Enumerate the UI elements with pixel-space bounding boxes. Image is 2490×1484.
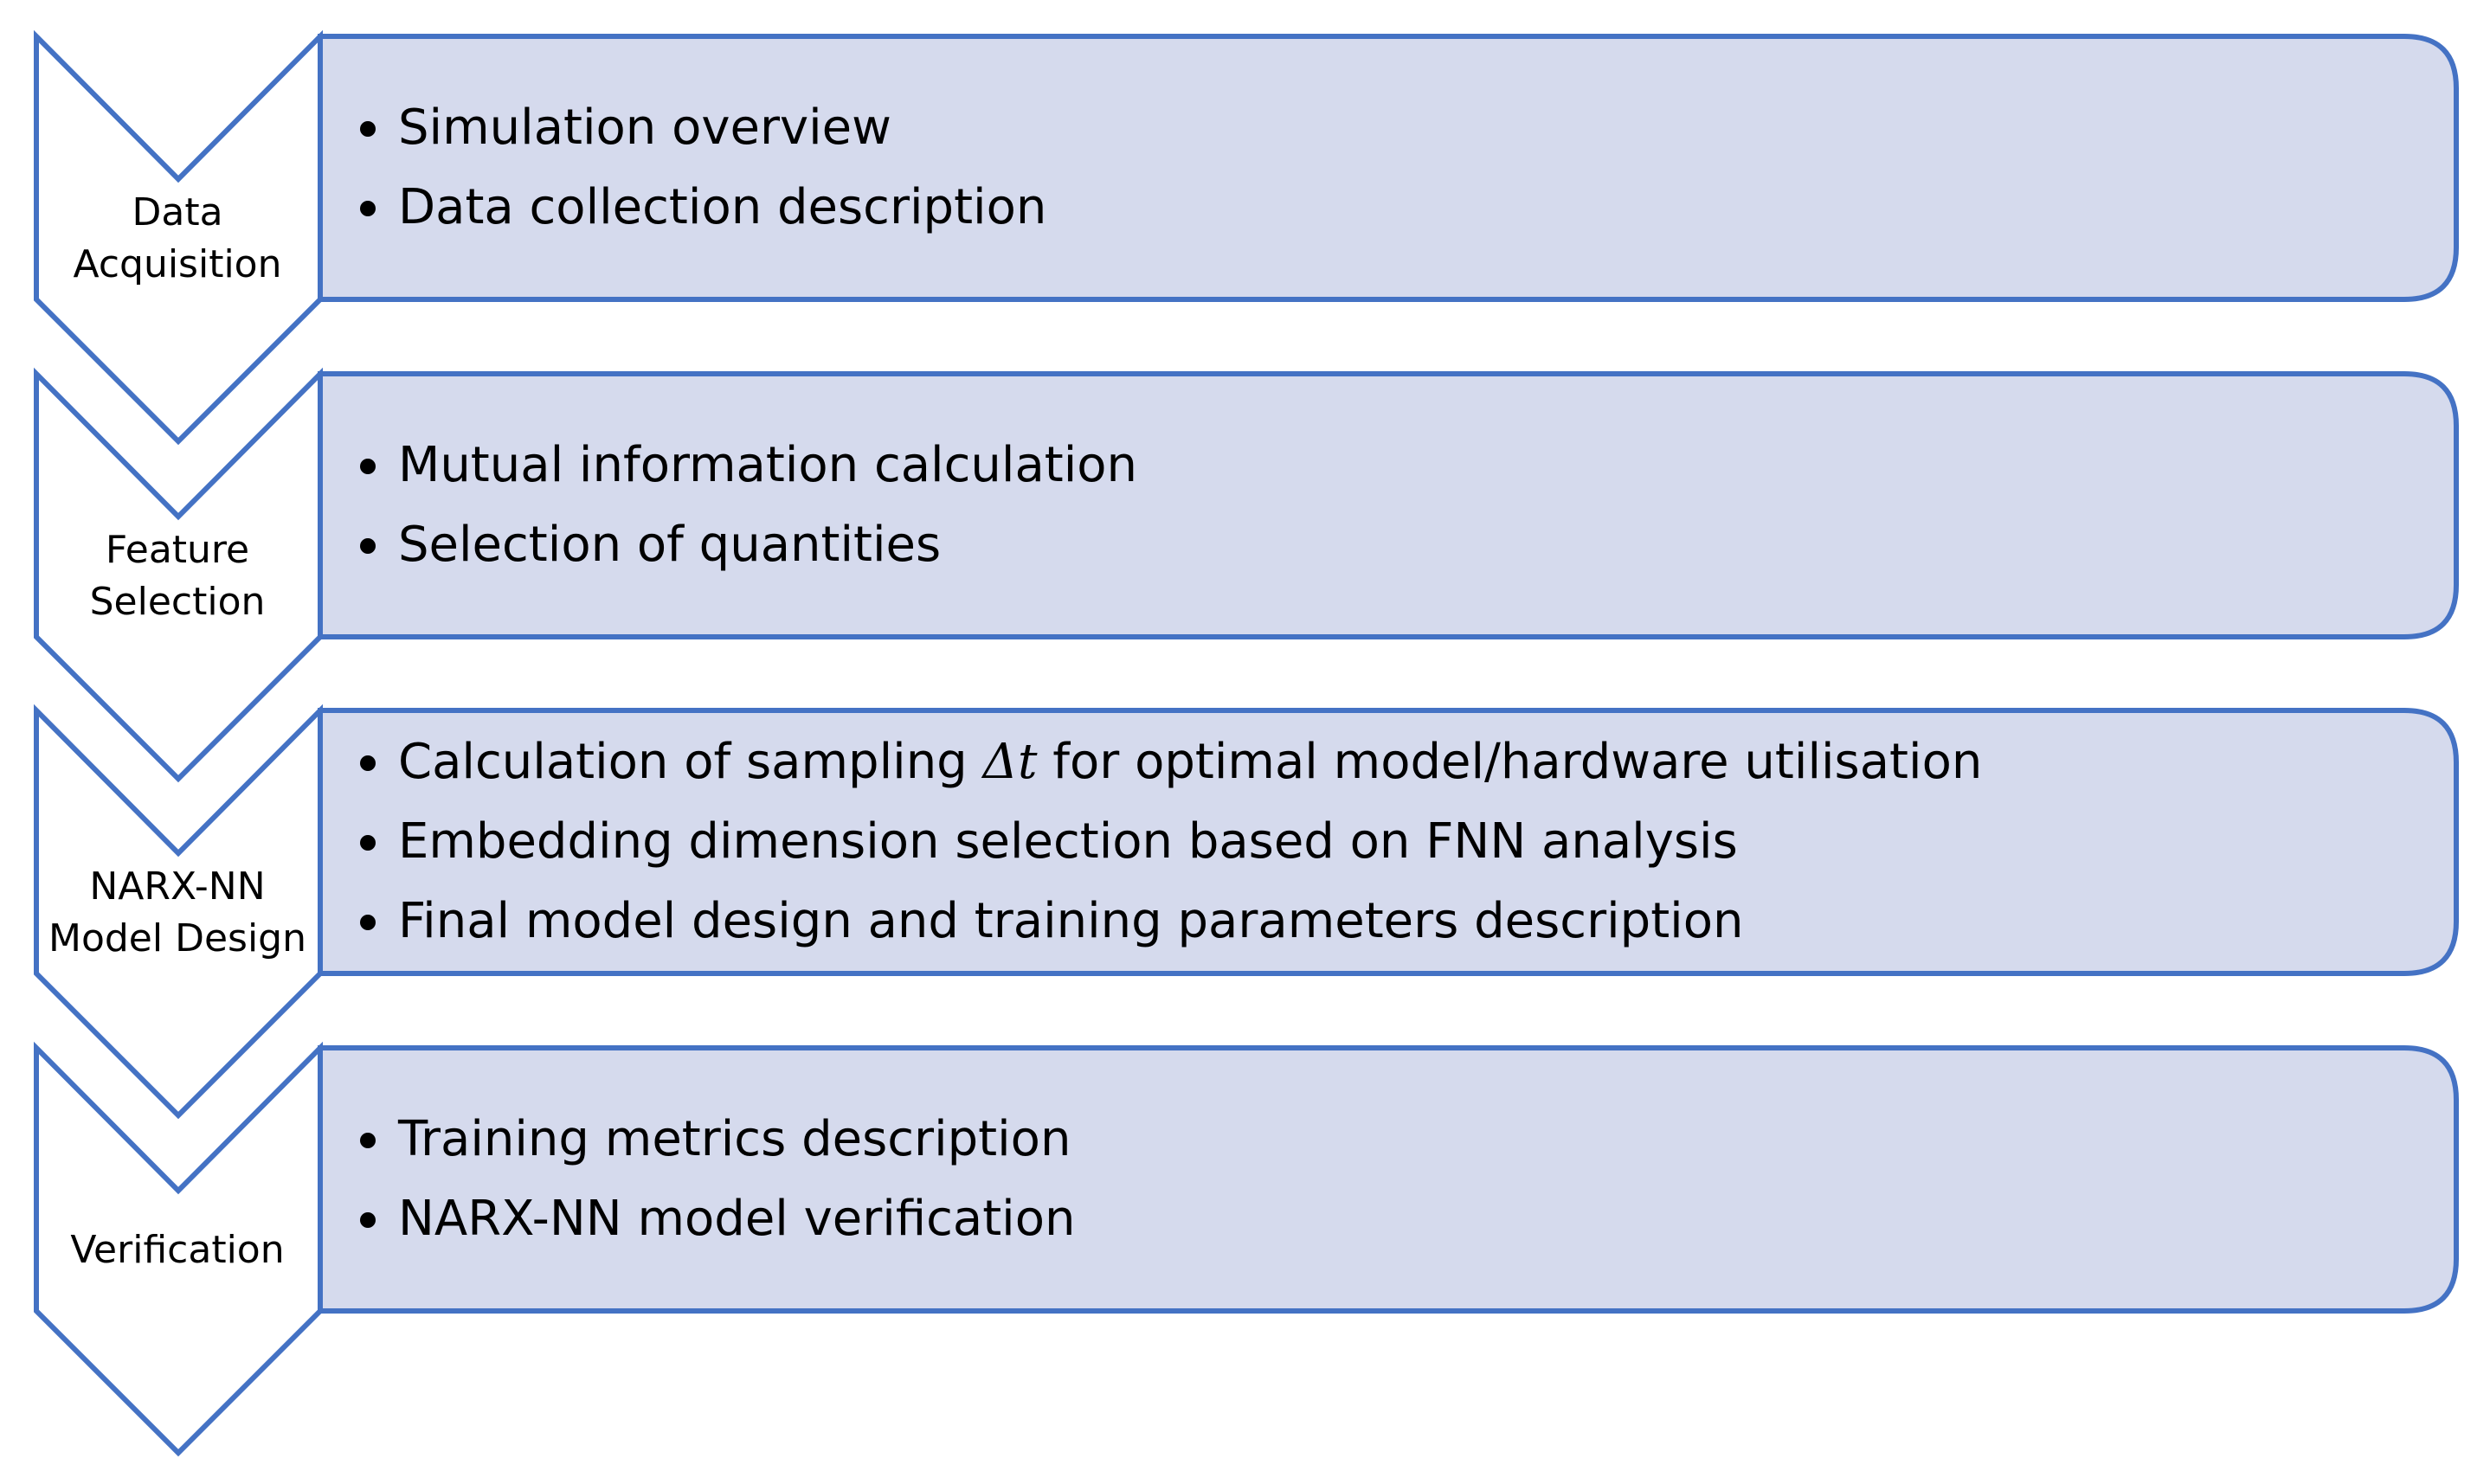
bullet-item: Data collection description (355, 168, 2432, 247)
bullet-text-pre: Calculation of sampling (398, 734, 983, 790)
bullet-list-data-acquisition: Simulation overview Data collection desc… (355, 88, 2432, 247)
bullet-item: Selection of quantities (355, 505, 2432, 585)
bullet-item: NARX-NN model verification (355, 1179, 2432, 1259)
bullet-list-model-design: Calculation of sampling Δt for optimal m… (355, 723, 2432, 961)
stage-label-line: Acquisition (73, 242, 282, 286)
stage-label-line: Verification (70, 1228, 285, 1272)
bullet-item: Embedding dimension selection based on F… (355, 802, 2432, 882)
stage-panel-verification (318, 1045, 2459, 1314)
stage-label-verification: Verification (35, 1224, 320, 1276)
delta-t-symbol: Δt (982, 734, 1038, 790)
bullet-item: Calculation of sampling Δt for optimal m… (355, 723, 2432, 802)
stage-panel-model-design (318, 708, 2459, 976)
stage-panel-feature-selection (318, 371, 2459, 639)
bullet-list-verification: Training metrics description NARX-NN mod… (355, 1100, 2432, 1259)
stage-label-line: Selection (89, 580, 266, 624)
bullet-item: Final model design and training paramete… (355, 882, 2432, 961)
bullet-item: Training metrics description (355, 1100, 2432, 1179)
bullet-text-post: for optimal model/hardware utilisation (1037, 734, 1983, 790)
stage-panel-data-acquisition (318, 34, 2459, 302)
stage-label-feature-selection: Feature Selection (35, 524, 320, 628)
stage-label-line: NARX-NN (89, 864, 266, 909)
stage-label-data-acquisition: Data Acquisition (35, 187, 320, 291)
bullet-item: Simulation overview (355, 88, 2432, 168)
stage-label-line: Feature (105, 528, 250, 572)
stage-label-line: Data (132, 190, 223, 234)
stage-label-model-design: NARX-NN Model Design (35, 861, 320, 965)
stage-label-line: Model Design (48, 916, 306, 960)
bullet-list-feature-selection: Mutual information calculation Selection… (355, 426, 2432, 585)
bullet-item: Mutual information calculation (355, 426, 2432, 505)
